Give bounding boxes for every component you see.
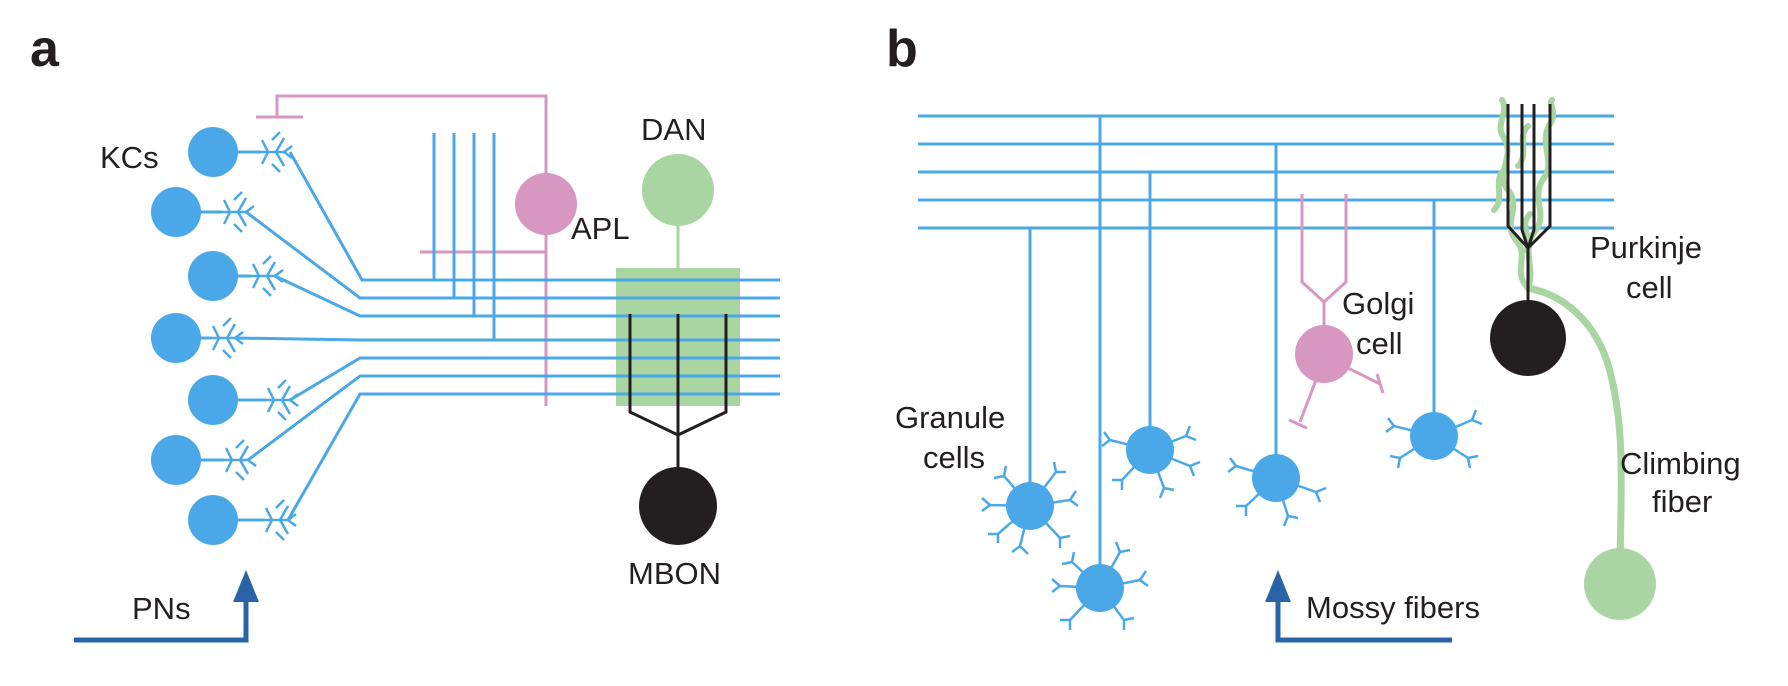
golgi-axon-left	[1298, 379, 1318, 423]
climbing-label-line1: Climbing	[1620, 446, 1741, 481]
kcs-label: KCs	[100, 140, 159, 175]
pns-label: PNs	[132, 591, 191, 626]
kc-cell	[188, 251, 284, 301]
golgi-soma	[1295, 325, 1353, 383]
mbon-dendrite-left	[628, 314, 679, 437]
kc-soma	[188, 251, 238, 301]
climbing-fiber-axon	[1524, 284, 1625, 588]
granule-label-line2: cells	[923, 440, 985, 475]
kc-dendrite	[251, 255, 284, 297]
mbon-soma	[639, 467, 717, 545]
purkinje-label-line2: cell	[1626, 270, 1673, 305]
kc-soma	[188, 495, 238, 545]
apl-label: APL	[571, 211, 630, 246]
panel-a: a	[30, 20, 780, 643]
kc-cell	[188, 127, 293, 177]
kc-cell	[188, 495, 297, 545]
kc-cell	[151, 313, 244, 363]
panel-b-letter: b	[886, 20, 918, 78]
golgi-axon-right	[1343, 364, 1381, 386]
kc-dendrite	[266, 379, 299, 421]
kc-soma	[188, 127, 238, 177]
kc-cells	[151, 127, 299, 545]
dan-label: DAN	[641, 112, 706, 147]
golgi-apical-left	[1300, 194, 1326, 304]
granule-cell	[1227, 454, 1327, 527]
kc-cell	[151, 435, 257, 485]
apl-soma	[515, 173, 577, 235]
mb-axons-overlay	[616, 278, 780, 396]
apl-neuron	[256, 94, 577, 406]
granule-cell	[1101, 425, 1201, 499]
kc-dendrite	[264, 499, 297, 541]
granule-cell	[1051, 541, 1149, 630]
climbing-fiber-wrap	[1491, 97, 1557, 291]
granule-cell	[1385, 409, 1483, 469]
pns-arrow	[74, 570, 259, 643]
climbing-fiber-soma	[1584, 548, 1656, 620]
granule-cells	[981, 409, 1483, 630]
granule-cell	[981, 461, 1079, 555]
kc-dendrite	[260, 131, 293, 173]
kc-dendrite	[211, 317, 244, 359]
kc-soma	[151, 187, 201, 237]
dan-soma	[642, 154, 714, 226]
golgi-apical-right	[1322, 194, 1348, 304]
climbing-label-line2: fiber	[1652, 484, 1712, 519]
kc-dendrite	[224, 439, 257, 481]
kc-soma	[151, 435, 201, 485]
mossy-fibers-label: Mossy fibers	[1306, 590, 1480, 625]
panel-b: b	[886, 20, 1741, 643]
kc-cell	[188, 375, 299, 425]
purkinje-soma	[1490, 300, 1566, 376]
kc-soma	[188, 375, 238, 425]
mbon-neuron	[628, 314, 728, 545]
golgi-terminal-right	[1375, 373, 1385, 394]
purkinje-neuron	[1490, 104, 1566, 376]
golgi-label-line2: cell	[1356, 326, 1403, 361]
kc-cell	[151, 187, 255, 237]
mossy-fibers-arrow	[1265, 570, 1452, 643]
mossy-arrowhead	[1265, 570, 1291, 602]
golgi-terminal-left	[1288, 418, 1308, 430]
mbon-label: MBON	[628, 556, 721, 591]
purkinje-label-line1: Purkinje	[1590, 230, 1702, 265]
granule-axons	[1028, 116, 1436, 588]
pns-arrowhead	[233, 570, 259, 602]
golgi-label-line1: Golgi	[1342, 286, 1414, 321]
golgi-neuron	[1288, 194, 1385, 430]
granule-label-line1: Granule	[895, 400, 1005, 435]
kc-dendrite	[222, 191, 255, 233]
panel-a-letter: a	[30, 20, 60, 78]
mbon-dendrite-right	[677, 314, 728, 437]
kc-soma	[151, 313, 201, 363]
